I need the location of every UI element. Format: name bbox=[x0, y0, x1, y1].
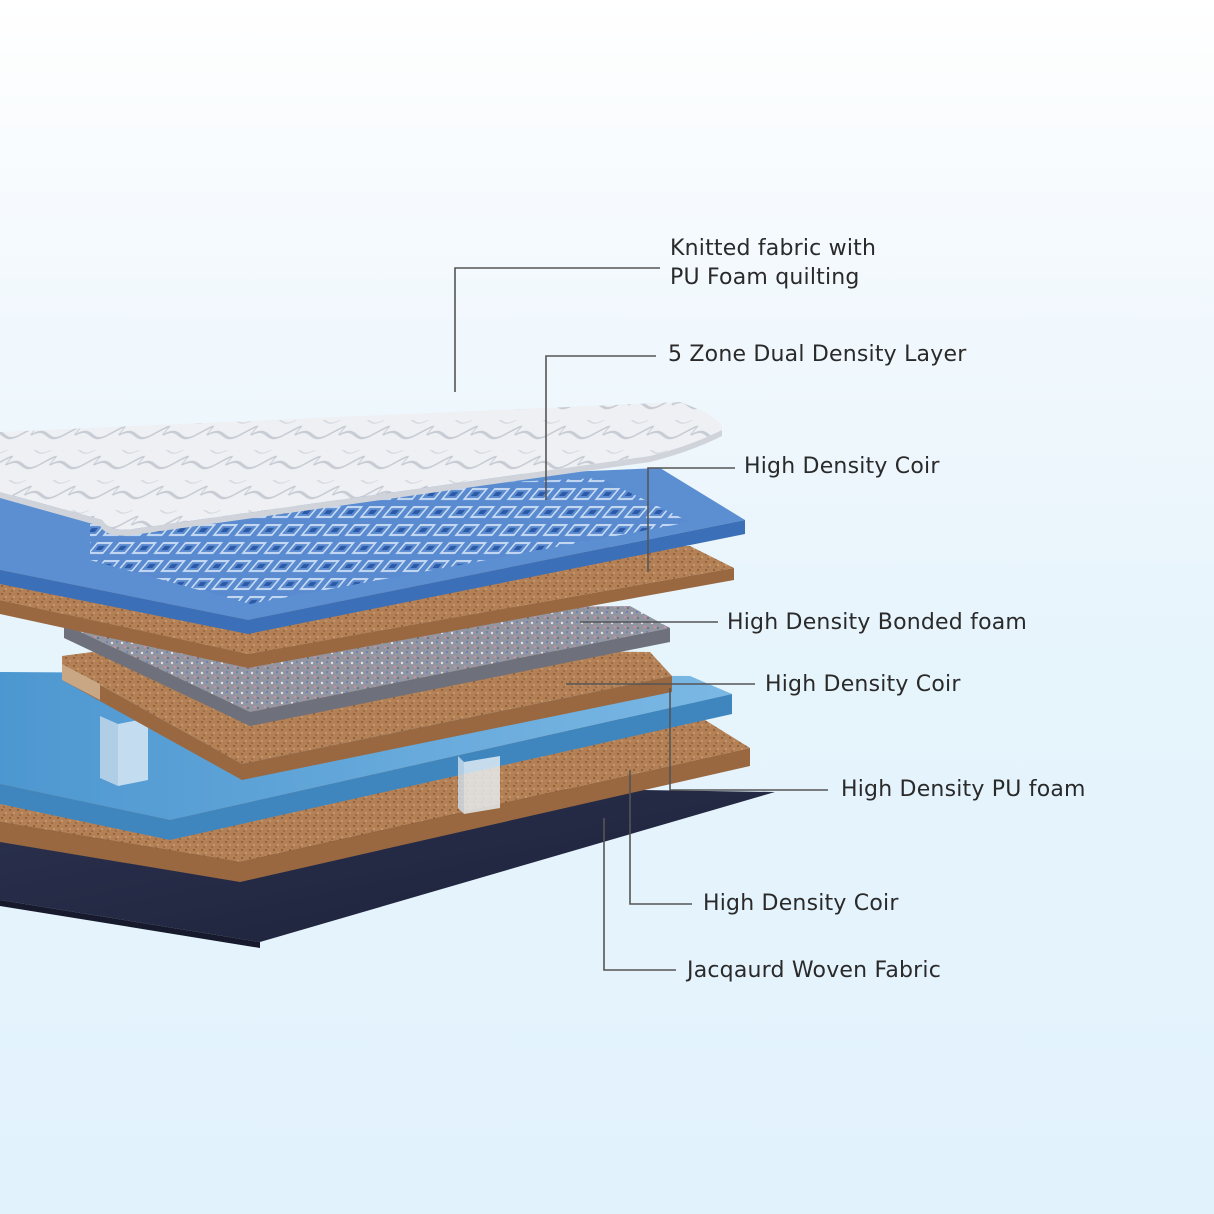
label-coir-1: High Density Coir bbox=[744, 452, 940, 481]
label-pu-foam: High Density PU foam bbox=[841, 775, 1086, 804]
label-knitted-fabric: Knitted fabric with PU Foam quilting bbox=[670, 234, 876, 292]
label-coir-3: High Density Coir bbox=[703, 889, 899, 918]
label-bonded-foam: High Density Bonded foam bbox=[727, 608, 1027, 637]
label-coir-2: High Density Coir bbox=[765, 670, 961, 699]
label-zone-dual-density: 5 Zone Dual Density Layer bbox=[668, 340, 966, 369]
leader-line-knitted-fabric bbox=[455, 268, 660, 392]
leader-line-woven bbox=[604, 818, 676, 970]
label-jacquard-woven: Jacqaurd Woven Fabric bbox=[687, 956, 941, 985]
